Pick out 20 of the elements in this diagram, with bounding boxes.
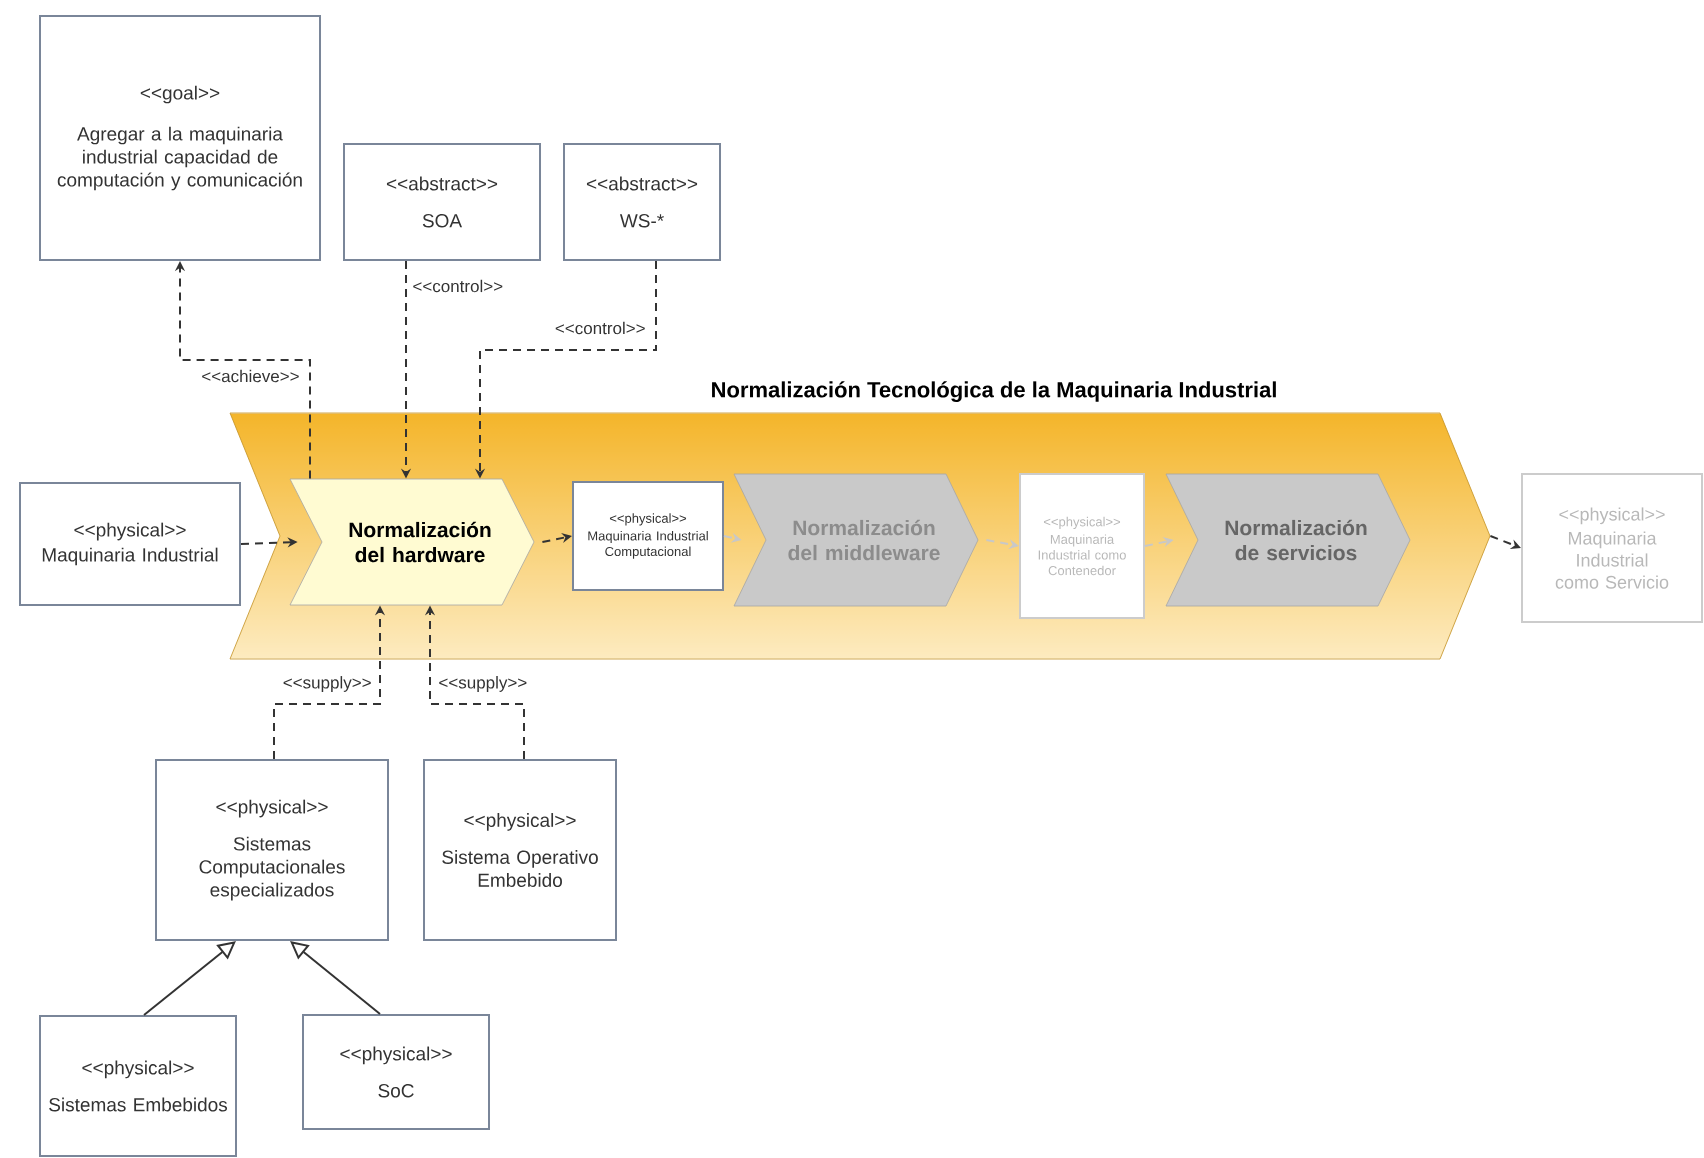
class-box: <<physical>> Maquinaria Industrial como Servicio [1521, 473, 1703, 623]
edge-label: <<control>> [552, 319, 648, 337]
generalization-arrow [143, 941, 236, 1016]
edge-label: <<achieve>> [199, 367, 302, 385]
process-stage: Normalización de servicios [1165, 473, 1411, 607]
class-box: <<physical>> SoC [302, 1014, 490, 1130]
edge-label: <<supply>> [280, 674, 374, 694]
node-label: Normalización Tecnológica de la Maquinaria Industrial [712, 381, 1276, 402]
class-box: <<goal>> Agregar a la maquinaria industrial capacidad de computación y comunicación [39, 15, 321, 261]
class-box: <<abstract>> WS-* [563, 143, 721, 261]
class-box: <<abstract>> SOA [343, 143, 541, 261]
class-box: <<physical>> Sistema Operativo Embebido [423, 759, 617, 941]
edge-label: <<control>> [410, 277, 506, 295]
edge-label: <<supply>> [436, 674, 530, 694]
class-box: <<physical>> Sistemas Embebidos [39, 1015, 237, 1157]
class-box: <<physical>> Sistemas Computacionales especializados [155, 759, 389, 941]
generalization-arrow [290, 941, 381, 1015]
process-stage: Normalización del hardware [289, 478, 535, 606]
class-box: <<physical>> Maquinaria Industrial [19, 482, 241, 606]
process-stage: Normalización del middleware [733, 473, 979, 607]
